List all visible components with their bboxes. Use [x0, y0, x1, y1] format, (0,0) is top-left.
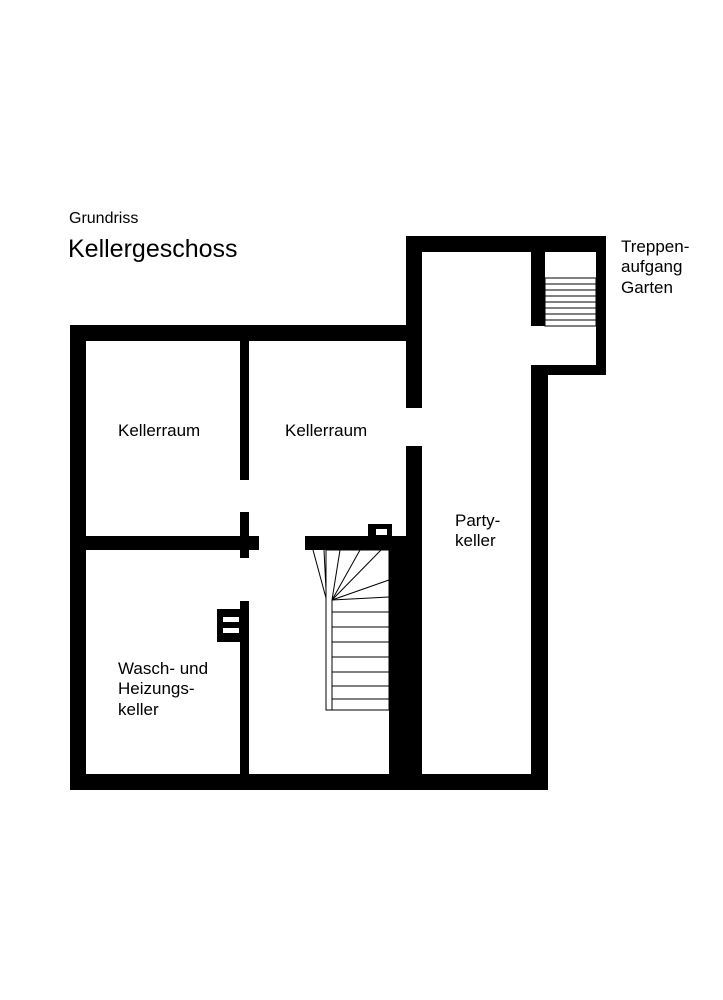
wall-stair-bottom [531, 365, 606, 375]
wall-left [70, 325, 86, 790]
room-label-treppe-garten: Treppen- aufgang Garten [621, 237, 690, 297]
room-label-partykeller: Party- keller [455, 511, 501, 551]
garden-staircase [544, 277, 597, 327]
room-label-wasch-heizung: Wasch- und Heizungs- keller [118, 659, 209, 719]
plan-title: Kellergeschoss [68, 235, 238, 263]
wall-vertical-upper [240, 341, 249, 480]
wall-stair-right [596, 244, 606, 375]
room-label-kellerraum-center: Kellerraum [285, 421, 368, 440]
walls [70, 236, 606, 790]
wall-stair-inner [531, 244, 545, 326]
wall-stair-thick [389, 536, 422, 776]
wall-vertical-lower [240, 601, 249, 776]
chimney-lower [217, 609, 242, 642]
wall-top-left [70, 325, 422, 341]
wall-bottom [70, 774, 548, 790]
room-label-kellerraum-left: Kellerraum [118, 421, 201, 440]
wall-top-right [406, 236, 606, 252]
chimney-holes [223, 529, 387, 633]
wall-party-left-upper [406, 236, 422, 408]
wall-stair-top [305, 536, 406, 550]
plan-subtitle: Grundriss [69, 210, 139, 227]
wall-party-right [531, 365, 548, 790]
wall-vertical-mid [240, 512, 249, 558]
internal-staircase [312, 549, 390, 711]
wall-horizontal [86, 536, 259, 550]
